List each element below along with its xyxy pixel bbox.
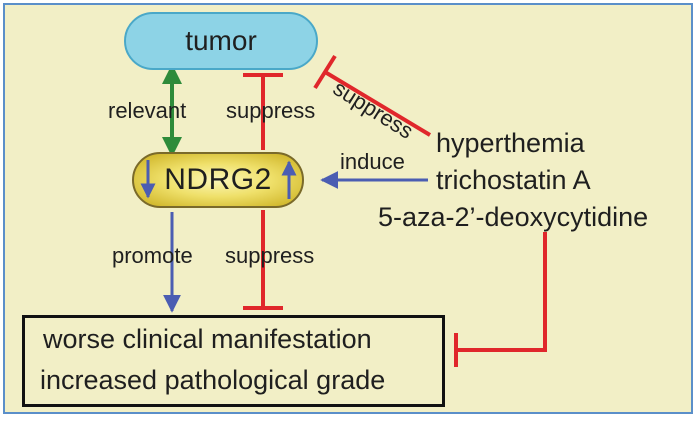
suppress-outcome-label: suppress xyxy=(225,243,315,268)
induce-label: induce xyxy=(340,149,405,174)
suppress-tumor-label: suppress xyxy=(226,98,316,123)
treatment-suppress-link xyxy=(323,70,432,137)
outcome-item: increased pathological grade xyxy=(40,365,386,395)
treatment-item: 5-aza-2’-deoxycytidine xyxy=(378,202,649,232)
tumor-label: tumor xyxy=(185,25,257,56)
treatment-outcome-link xyxy=(456,232,547,352)
diagram-frame xyxy=(3,3,693,414)
treatment-item: hyperthemia xyxy=(436,128,585,158)
treatment-item: trichostatin A xyxy=(436,165,591,195)
ndrg2-node: NDRG2 xyxy=(132,152,304,208)
promote-label: promote xyxy=(112,243,193,268)
outcome-item: worse clinical manifestation xyxy=(43,324,372,354)
ndrg2-label: NDRG2 xyxy=(164,163,272,196)
treatment-suppress-bar xyxy=(313,54,337,90)
outcome-box: worse clinical manifestation increased p… xyxy=(22,315,445,407)
tumor-node: tumor xyxy=(124,12,318,70)
relevant-label: relevant xyxy=(108,98,187,123)
